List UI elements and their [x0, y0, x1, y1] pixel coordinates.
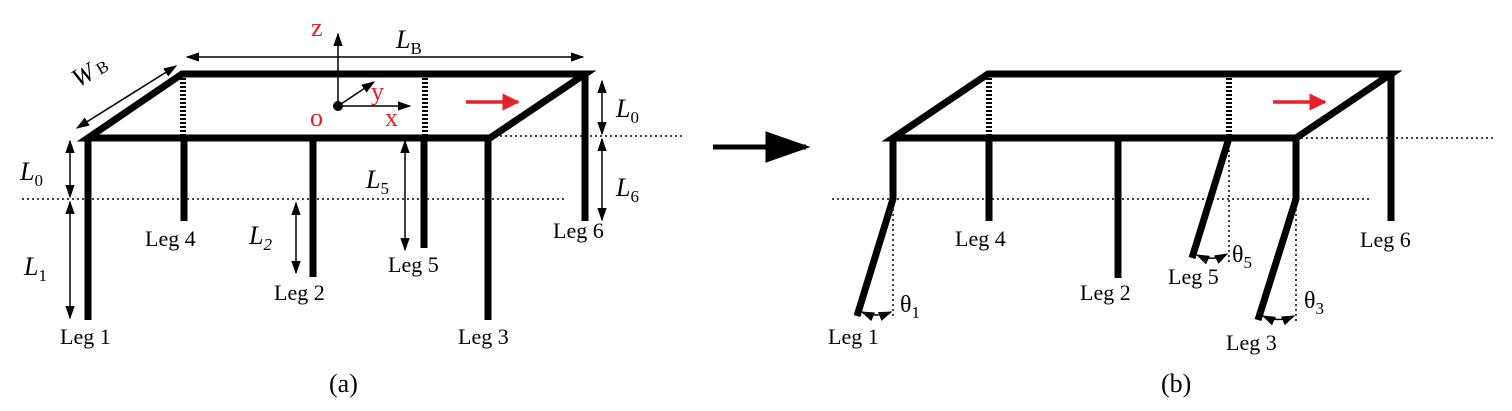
- dim-lb-label: LB: [395, 25, 422, 58]
- leg-4-label-a: Leg 4: [145, 226, 196, 251]
- angle-arc-3: [1261, 315, 1296, 326]
- origin-point: [333, 101, 343, 111]
- theta-1-label: θ1: [900, 292, 920, 322]
- leg-1-label-a: Leg 1: [60, 324, 111, 349]
- leg-2-label-b: Leg 2: [1080, 280, 1131, 305]
- leg-5-label-b: Leg 5: [1168, 264, 1219, 289]
- leg-4-label-b: Leg 4: [955, 226, 1006, 251]
- panel-b: θ1 θ5 θ3 Leg 1 Leg 4 Leg 2 Leg 5 Leg 3 L…: [828, 70, 1496, 398]
- caption-b: (b): [1161, 369, 1191, 398]
- dim-wb-arrow: [75, 65, 178, 129]
- dim-l2-label: L2: [248, 221, 272, 254]
- leg-5-label-a: Leg 5: [388, 252, 439, 277]
- dim-l0-right-label: L0: [615, 94, 639, 127]
- panel-a: z y x o WB LB L0 L1 L2 L5 L0 L6 Leg 1 Le…: [19, 13, 685, 398]
- origin-label: o: [310, 103, 323, 132]
- caption-a: (a): [329, 369, 358, 398]
- leg-3-b: [1254, 138, 1300, 322]
- axis-y-label: y: [371, 77, 384, 106]
- leg-3-label-a: Leg 3: [458, 324, 509, 349]
- body-frame-b: [881, 70, 1403, 142]
- leg-1-b: [853, 138, 897, 318]
- angle-arc-1: [860, 311, 893, 322]
- dim-l1-label: L1: [23, 252, 47, 285]
- leg-5-b: [1188, 136, 1233, 260]
- dim-l0-left-label: L0: [19, 157, 43, 190]
- dim-l5-label: L5: [365, 165, 389, 198]
- leg-6-label-b: Leg 6: [1360, 227, 1411, 252]
- dim-l6-label: L6: [615, 173, 639, 206]
- leg-2-label-a: Leg 2: [274, 280, 325, 305]
- theta-5-label: θ5: [1232, 242, 1252, 272]
- leg-6-label-a: Leg 6: [553, 218, 604, 243]
- leg-1-label-b: Leg 1: [828, 324, 879, 349]
- theta-3-label: θ3: [1304, 288, 1324, 318]
- axis-y: [337, 81, 376, 107]
- angle-arc-5: [1195, 253, 1229, 265]
- leg-3-label-b: Leg 3: [1226, 330, 1277, 355]
- axis-x-label: x: [385, 103, 398, 132]
- dim-wb-label: WB: [67, 50, 114, 94]
- axis-z-label: z: [311, 13, 323, 42]
